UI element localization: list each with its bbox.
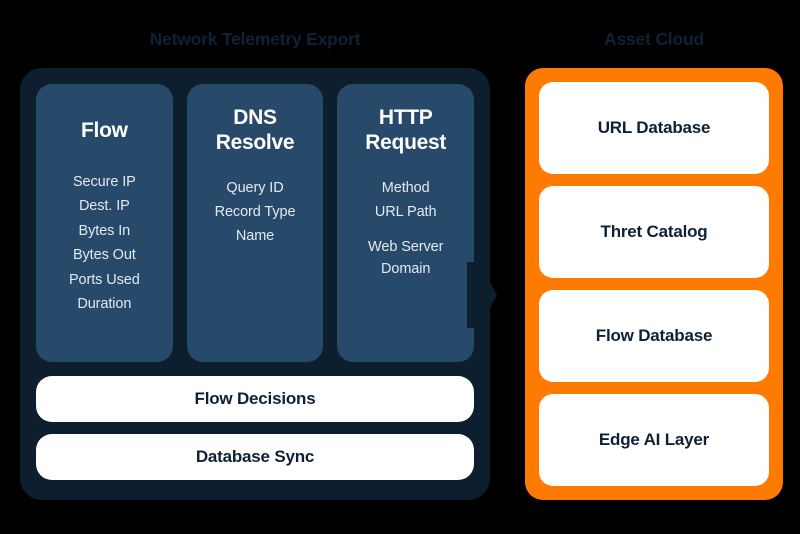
telemetry-panel-title: Network Telemetry Export	[149, 29, 361, 49]
telemetry-column-dns-resolve[interactable]: DNS Resolve Query ID Record Type Name	[186, 84, 324, 362]
column-item: URL Path	[374, 203, 437, 220]
column-item-list: Secure IP Dest. IP Bytes In Bytes Out Po…	[69, 172, 140, 316]
column-item-list: Method URL Path Web Server Domain	[368, 178, 443, 281]
column-item: Duration	[77, 296, 132, 313]
cloud-card-url-database[interactable]: URL Database	[539, 82, 769, 174]
column-item: Secure IP	[72, 173, 136, 190]
column-item: Ports Used	[68, 271, 140, 288]
telemetry-bars: Flow Decisions Database Sync	[36, 376, 474, 480]
cloud-card-thret-catalog[interactable]: Thret Catalog	[539, 186, 769, 278]
telemetry-column-http-request[interactable]: HTTP Request Method URL Path Web Server …	[337, 84, 475, 362]
cloud-panel: URL Database Thret Catalog Flow Database…	[525, 68, 783, 500]
telemetry-panel: Flow Secure IP Dest. IP Bytes In Bytes O…	[20, 68, 490, 500]
column-title: DNS Resolve	[215, 106, 295, 154]
column-item: Name	[235, 228, 275, 245]
column-item: Dest. IP	[78, 198, 130, 215]
cloud-card-edge-ai-layer[interactable]: Edge AI Layer	[539, 394, 769, 486]
column-item: Bytes Out	[72, 247, 136, 264]
telemetry-column-flow[interactable]: Flow Secure IP Dest. IP Bytes In Bytes O…	[36, 84, 173, 362]
column-item: Bytes In	[78, 222, 131, 239]
column-item: Method	[381, 179, 430, 196]
cloud-card-flow-database[interactable]: Flow Database	[539, 290, 769, 382]
bar-database-sync[interactable]: Database Sync	[36, 434, 474, 480]
arrow-right-icon	[467, 262, 497, 328]
column-item: Web Server Domain	[368, 239, 444, 277]
cloud-panel-title: Asset Cloud	[604, 29, 704, 49]
column-item: Record Type	[214, 203, 296, 220]
column-item: Query ID	[226, 179, 284, 196]
column-title: Flow	[81, 119, 128, 142]
telemetry-columns: Flow Secure IP Dest. IP Bytes In Bytes O…	[36, 84, 475, 362]
column-item-list: Query ID Record Type Name	[215, 178, 296, 248]
bar-flow-decisions[interactable]: Flow Decisions	[36, 376, 474, 422]
column-title: HTTP Request	[365, 106, 447, 154]
